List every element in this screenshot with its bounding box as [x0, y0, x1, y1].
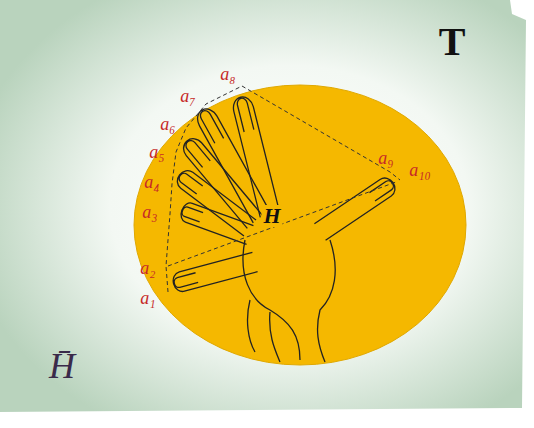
point-label: a₉	[378, 149, 393, 167]
point-label: a₆	[160, 115, 175, 133]
complement-label: H̄	[49, 348, 75, 384]
universe-label: T	[439, 22, 466, 62]
point-label: a₄	[144, 173, 159, 191]
set-label: H	[261, 205, 282, 227]
convex-hull-dashes	[166, 86, 400, 292]
hand-drawing	[171, 95, 399, 362]
point-label: a₅	[149, 143, 164, 161]
point-label: a₂	[140, 259, 155, 277]
point-label: a₃	[142, 203, 157, 221]
point-label: a₈	[220, 65, 235, 83]
set-ellipse	[134, 85, 466, 365]
universe-region	[0, 0, 526, 412]
point-label: a₇	[180, 87, 195, 105]
point-label: a₁	[140, 289, 155, 307]
point-label: a₁₀	[409, 161, 431, 179]
